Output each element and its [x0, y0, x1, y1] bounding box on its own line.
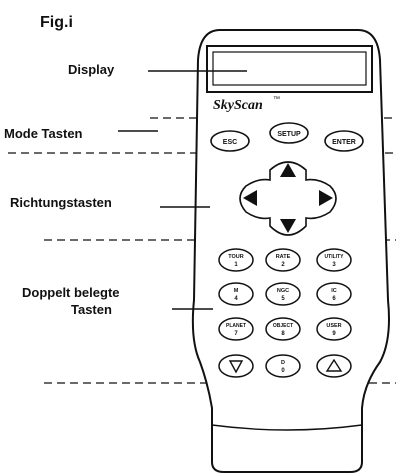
callout-direction-keys-label: Richtungstasten: [10, 195, 112, 210]
key-object-8-digit: 8: [281, 331, 285, 337]
scroll-down-button[interactable]: [218, 354, 254, 378]
brand-trademark: ™: [273, 96, 280, 103]
key-ic-6[interactable]: IC 6: [316, 282, 352, 306]
key-m-4-top: M: [234, 288, 239, 294]
key-tour-1-top: TOUR: [228, 254, 244, 260]
key-ic-6-digit: 6: [332, 296, 336, 302]
key-utility-3-digit: 3: [332, 262, 336, 268]
up-arrow-icon: [280, 163, 296, 177]
key-object-8[interactable]: OBJECT 8: [265, 317, 301, 341]
enter-button-label: ENTER: [332, 139, 356, 146]
enter-button[interactable]: ENTER: [324, 130, 364, 152]
dpad-outline: [239, 161, 337, 236]
numeric-keypad: TOUR 1 RATE 2 UTILITY 3 M 4 NGC 5 IC 6: [218, 248, 352, 378]
key-d-0-top: D: [281, 360, 285, 366]
key-rate-2-top: RATE: [276, 254, 291, 260]
key-object-8-top: OBJECT: [273, 323, 293, 329]
scroll-up-icon: [325, 358, 343, 372]
key-user-9-top: USER: [326, 323, 341, 329]
left-arrow-icon: [243, 190, 257, 206]
key-d-0-digit: 0: [281, 368, 285, 374]
key-planet-7-digit: 7: [234, 331, 238, 337]
right-arrow-icon: [319, 190, 333, 206]
key-rate-2[interactable]: RATE 2: [265, 248, 301, 272]
right-arrow-button[interactable]: [319, 190, 333, 206]
callout-display-label: Display: [68, 62, 115, 77]
key-m-4-digit: 4: [234, 296, 238, 302]
scroll-down-icon: [228, 360, 244, 374]
down-arrow-button[interactable]: [280, 219, 296, 233]
down-arrow-icon: [280, 219, 296, 233]
key-rate-2-digit: 2: [281, 262, 285, 268]
key-d-0[interactable]: D 0: [265, 354, 301, 378]
esc-button-label: ESC: [223, 139, 237, 146]
callout-dual-keys-label-line1: Doppelt belegte: [22, 285, 120, 300]
callout-dual-keys-label-line2: Tasten: [71, 302, 112, 317]
direction-pad: [239, 161, 337, 236]
key-utility-3-top: UTILITY: [325, 254, 345, 260]
callout-mode-keys-label: Mode Tasten: [4, 126, 83, 141]
setup-button-label: SETUP: [277, 131, 301, 138]
key-planet-7-top: PLANET: [226, 323, 246, 329]
figure-title: Fig.i: [40, 14, 73, 31]
key-utility-3[interactable]: UTILITY 3: [316, 248, 352, 272]
key-user-9-digit: 9: [332, 331, 336, 337]
key-ngc-5-top: NGC: [277, 288, 289, 294]
up-arrow-button[interactable]: [280, 163, 296, 177]
key-tour-1[interactable]: TOUR 1: [218, 248, 254, 272]
setup-button[interactable]: SETUP: [269, 122, 309, 144]
display-lcd: [212, 51, 367, 86]
handset-grip: [211, 424, 363, 431]
key-planet-7[interactable]: PLANET 7: [218, 317, 254, 341]
scroll-up-button[interactable]: [316, 354, 352, 378]
brand-logo: SkyScan: [213, 98, 263, 113]
display-screen: [206, 45, 373, 93]
key-m-4[interactable]: M 4: [218, 282, 254, 306]
key-user-9[interactable]: USER 9: [316, 317, 352, 341]
key-tour-1-digit: 1: [234, 262, 238, 268]
key-ic-6-top: IC: [331, 288, 337, 294]
key-ngc-5[interactable]: NGC 5: [265, 282, 301, 306]
key-ngc-5-digit: 5: [281, 296, 285, 302]
esc-button[interactable]: ESC: [210, 130, 250, 152]
left-arrow-button[interactable]: [243, 190, 257, 206]
